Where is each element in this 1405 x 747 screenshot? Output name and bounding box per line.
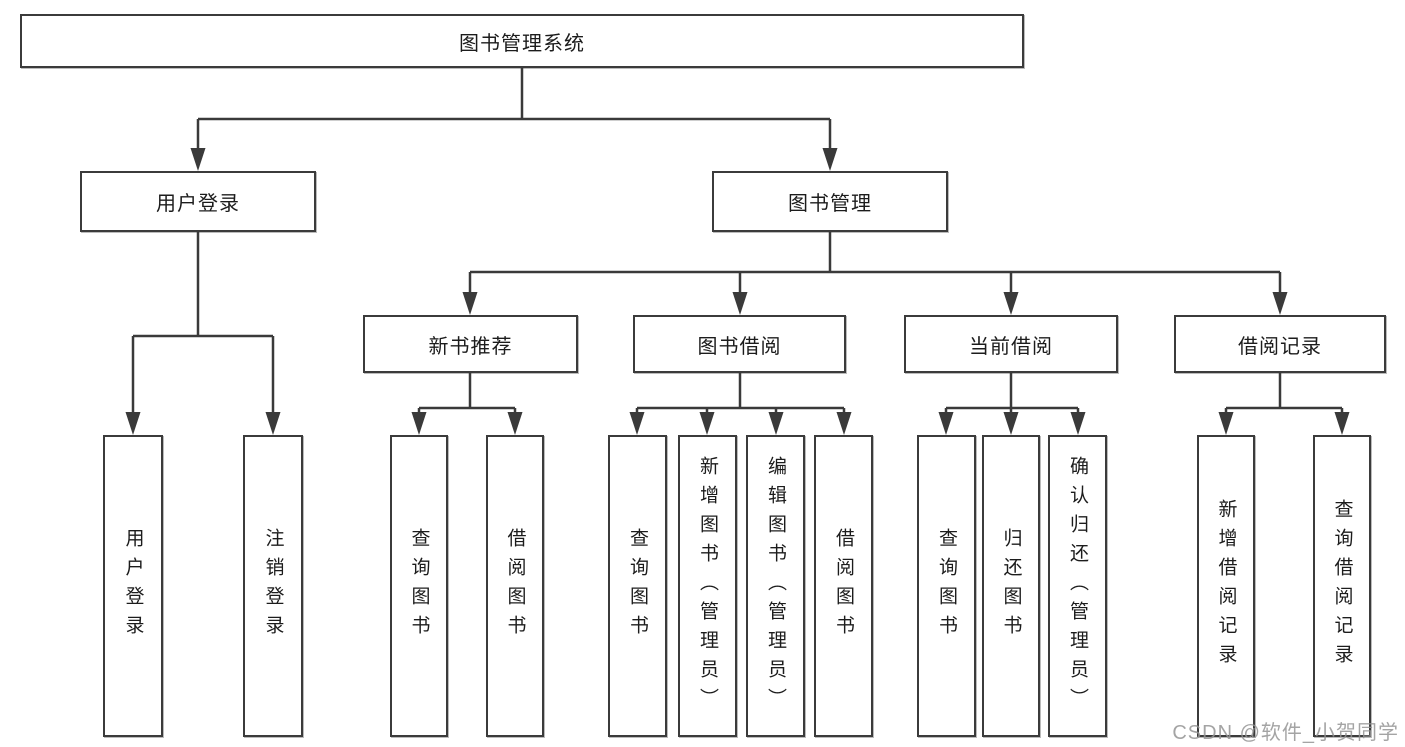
node-bb-add-book-admin: 新增图书（管理员）	[678, 435, 737, 737]
node-br-add-record: 新增借阅记录	[1197, 435, 1255, 737]
node-br-query-record: 查询借阅记录	[1313, 435, 1371, 737]
node-nb-query-books: 查询图书	[390, 435, 448, 737]
node-user-login: 用户登录	[80, 171, 316, 232]
node-cb-confirm-return-admin: 确认归还（管理员）	[1048, 435, 1107, 737]
node-bb-edit-book-admin: 编辑图书（管理员）	[746, 435, 805, 737]
node-bb-borrow-books: 借阅图书	[814, 435, 873, 737]
node-cb-query-books: 查询图书	[917, 435, 976, 737]
watermark: CSDN @软件_小贺同学	[1172, 722, 1399, 744]
node-bb-query-books: 查询图书	[608, 435, 667, 737]
node-user-login-leaf: 用户登录	[103, 435, 163, 737]
node-cb-return-books: 归还图书	[982, 435, 1040, 737]
node-book-management: 图书管理	[712, 171, 948, 232]
node-borrow-records: 借阅记录	[1174, 315, 1386, 373]
node-current-borrowing: 当前借阅	[904, 315, 1118, 373]
node-logout: 注销登录	[243, 435, 303, 737]
node-library-system: 图书管理系统	[20, 14, 1024, 68]
node-new-book-recommend: 新书推荐	[363, 315, 578, 373]
node-nb-borrow-books: 借阅图书	[486, 435, 544, 737]
node-book-borrowing: 图书借阅	[633, 315, 846, 373]
